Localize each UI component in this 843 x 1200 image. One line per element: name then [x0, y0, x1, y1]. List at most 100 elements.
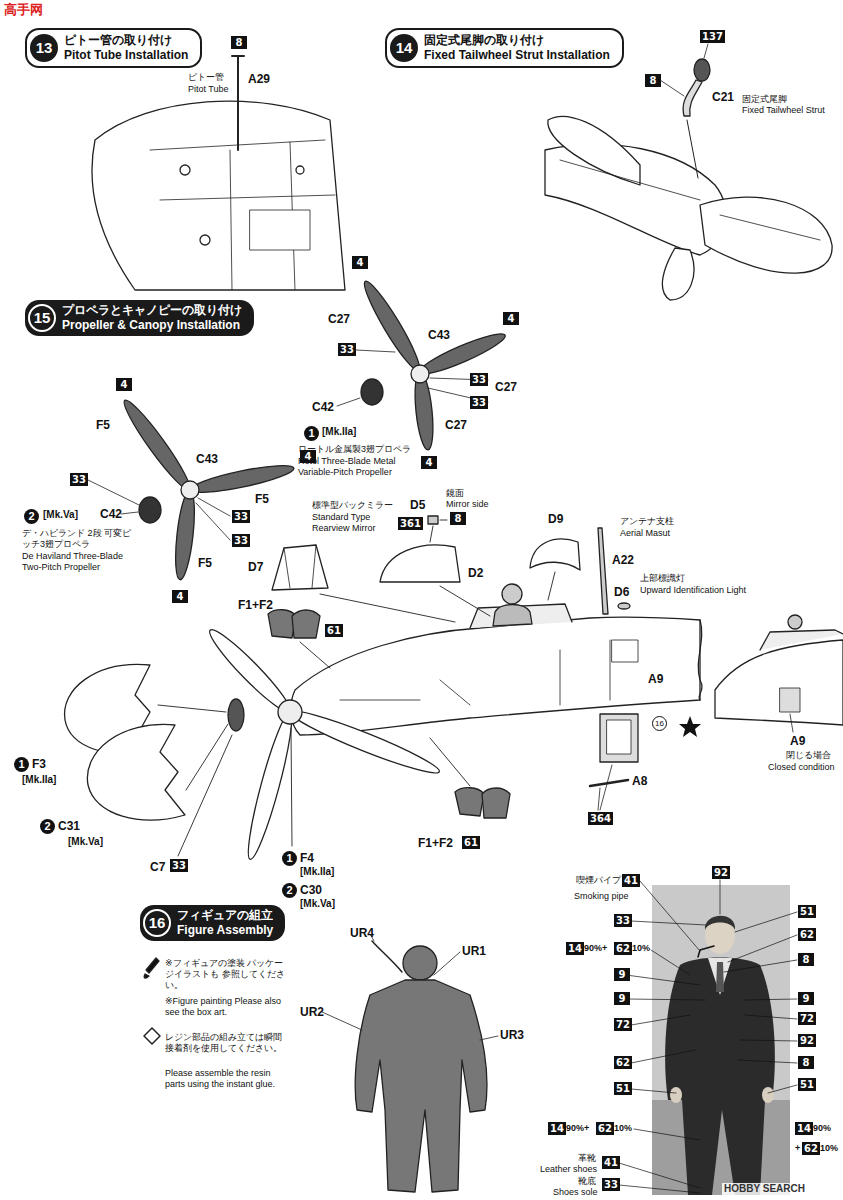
note-text: Closed condition [768, 762, 835, 773]
mix-ratio: 10% [820, 1143, 838, 1154]
part-name: Upward Identification Light [640, 585, 752, 596]
color-code: 9 [798, 992, 814, 1005]
mix-ratio: 10% [632, 943, 650, 954]
variant-mark: 1 [14, 757, 29, 772]
callout-name: Shoes sole [553, 1187, 598, 1198]
part-number: UR3 [500, 1028, 524, 1042]
color-code-text: 33 [472, 374, 486, 385]
color-code: 61 [325, 624, 343, 637]
mix-ratio: 90%+ [584, 943, 607, 954]
color-code-text: 4 [426, 457, 433, 468]
part-number: C27 [328, 312, 350, 326]
part-name: Fixed Tailwheel Strut [742, 105, 840, 116]
color-code-text: 4 [357, 257, 364, 268]
step-title: 固定式尾脚の取り付けFixed Tailwheel Strut Installa… [424, 33, 610, 63]
color-code-text: 62 [616, 943, 630, 954]
part-name: De Haviland Three-Blade Two-Pitch Propel… [22, 551, 142, 573]
color-code: 41 [622, 874, 640, 887]
color-code: 51 [614, 1082, 632, 1095]
part-number: UR4 [350, 926, 374, 940]
color-code-text: 62 [804, 1143, 818, 1154]
color-code: 33 [70, 473, 88, 486]
step-number: 14 [390, 34, 418, 62]
part-number: C30 [300, 883, 322, 897]
variant-name: [Mk.Va] [68, 836, 103, 848]
part-number: F5 [96, 418, 110, 432]
part-number: F5 [198, 556, 212, 570]
part-name: アンテナ支柱 [620, 516, 674, 527]
variant-mark-text: 2 [286, 884, 292, 896]
variant-name: [Mk.IIa] [22, 774, 56, 786]
part-number: C43 [428, 328, 450, 342]
callout-name: 喫煙パイプ [576, 875, 621, 886]
color-code-text: 8 [650, 75, 657, 86]
part-number: A8 [632, 774, 647, 788]
color-code-text: 364 [590, 813, 611, 824]
color-code-text: 4 [508, 313, 515, 324]
step-title-en: Pitot Tube Installation [64, 48, 188, 63]
part-name: Rotol Three-Blade Metal Variable-Pitch P… [298, 456, 423, 478]
variant-name: [Mk.Va] [43, 509, 78, 521]
callout-name: 革靴 [578, 1153, 596, 1164]
color-code: 14 [566, 942, 584, 955]
part-number: A9 [648, 672, 663, 686]
step-title-en: Fixed Tailwheel Strut Installation [424, 48, 610, 63]
part-name: デ・ハビランド 2段 可変ピッチ3翅プロペラ [22, 528, 132, 550]
callout-name: 靴底 [578, 1176, 596, 1187]
color-code: 137 [700, 30, 725, 43]
decal-number: 16 [652, 716, 667, 731]
color-code-text: 33 [616, 915, 630, 926]
color-code: 8 [645, 74, 661, 87]
variant-mark-text: 1 [286, 852, 292, 864]
step-header: 15プロペラとキャノピーの取り付けPropeller & Canopy Inst… [25, 300, 254, 336]
part-name: 上部標識灯 [640, 573, 685, 584]
variant-mark-text: 2 [44, 820, 50, 832]
part-number: A9 [790, 734, 805, 748]
part-number: UR1 [462, 944, 486, 958]
mix-ratio: 90% [813, 1123, 831, 1134]
step-title-ja: フィギュアの組立 [177, 908, 273, 923]
color-code-text: 8 [455, 513, 462, 524]
color-code-text: 62 [616, 1057, 630, 1068]
part-number: A29 [248, 72, 270, 86]
color-code: 4 [421, 456, 437, 469]
color-code-text: 9 [619, 969, 626, 980]
step-header: 14固定式尾脚の取り付けFixed Tailwheel Strut Instal… [385, 28, 624, 68]
color-code: 14 [548, 1122, 566, 1135]
color-code: 92 [798, 1034, 816, 1047]
variant-mark-text: 2 [28, 510, 34, 522]
variant-mark: 2 [24, 509, 39, 524]
step-number: 13 [30, 34, 58, 62]
color-code: 92 [712, 866, 730, 879]
step-title-en: Figure Assembly [177, 923, 273, 938]
color-code: 9 [614, 992, 630, 1005]
color-code-text: 62 [598, 1123, 612, 1134]
color-code-text: 72 [616, 1019, 630, 1030]
part-name: 鏡面 [446, 488, 464, 499]
color-code-text: 361 [400, 518, 421, 529]
color-code: 33 [614, 914, 632, 927]
color-code-text: 92 [800, 1035, 814, 1046]
part-name: Pitot Tube [188, 84, 229, 95]
color-code-text: 8 [803, 1057, 810, 1068]
decal-number-text: 16 [655, 719, 664, 728]
part-number: C43 [196, 452, 218, 466]
color-code-text: 14 [797, 1123, 811, 1134]
color-code-text: 8 [803, 954, 810, 965]
color-code-text: 92 [714, 867, 728, 878]
variant-mark: 2 [40, 819, 55, 834]
color-code-text: 137 [702, 31, 723, 42]
mix-ratio: + [795, 1143, 800, 1154]
part-number: A22 [612, 553, 634, 567]
color-code-text: 9 [619, 993, 626, 1004]
color-code: 4 [352, 256, 368, 269]
part-number: C42 [312, 400, 334, 414]
color-code: 41 [602, 1156, 620, 1169]
color-code: 33 [470, 396, 488, 409]
color-code: 9 [614, 968, 630, 981]
color-code: 33 [602, 1178, 620, 1191]
step-number: 15 [28, 304, 56, 332]
step-title: ピトー管の取り付けPitot Tube Installation [64, 33, 188, 63]
variant-mark: 1 [282, 851, 297, 866]
